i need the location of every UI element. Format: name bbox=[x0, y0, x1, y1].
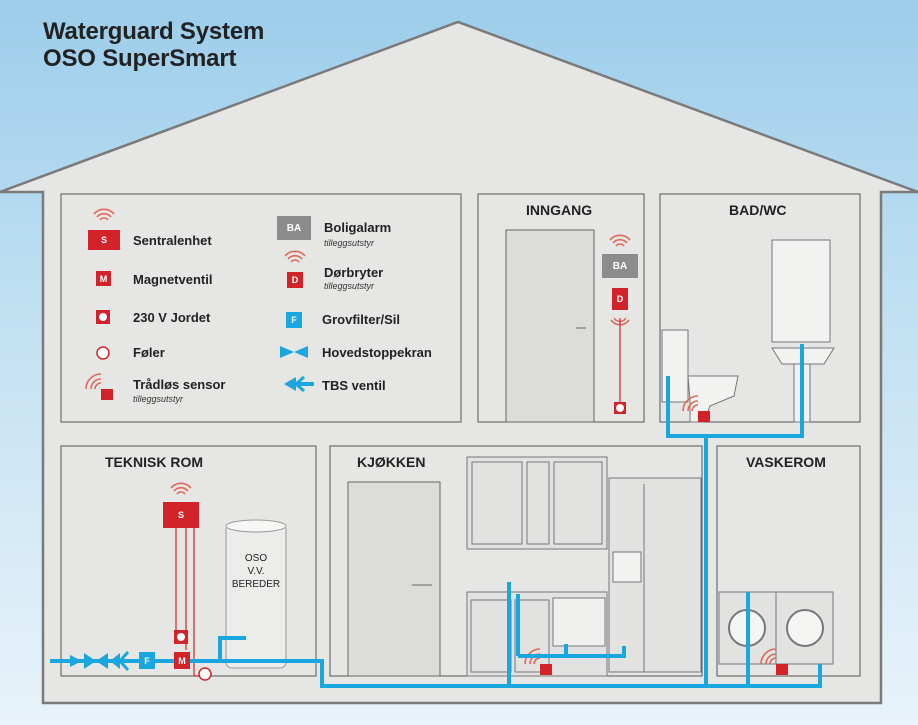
legend-foler-icon bbox=[96, 346, 110, 360]
kitchen-lower-cabinets bbox=[466, 591, 608, 677]
legend-hovedstoppekran-icon bbox=[280, 346, 308, 358]
legend-grovfilter-icon bbox=[286, 312, 302, 328]
room-label-vaskerom: VASKEROM bbox=[746, 454, 826, 470]
legend-boligalarm-note: tilleggsutstyr bbox=[324, 238, 375, 248]
water-pipes bbox=[50, 344, 822, 688]
legend-tbs-ventil-label: TBS ventil bbox=[322, 378, 386, 393]
grounded-outlet bbox=[174, 630, 188, 644]
coarse-filter bbox=[139, 652, 155, 669]
bathroom-mirror bbox=[771, 239, 831, 343]
legend-foler-label: Føler bbox=[133, 345, 165, 360]
main-shutoff-valve bbox=[84, 653, 108, 669]
inngang-alarm-device bbox=[602, 234, 638, 278]
legend-panel bbox=[60, 193, 462, 423]
refrigerator bbox=[608, 477, 702, 673]
washing-machines bbox=[718, 591, 834, 665]
legend-sentralenhet-letter: S bbox=[100, 235, 107, 245]
legend-tbs-ventil-icon bbox=[284, 375, 314, 393]
legend-dorbryter-note: tilleggsutstyr bbox=[324, 281, 375, 291]
legend-jordet-icon bbox=[96, 310, 110, 324]
legend-tradlos-sensor-label: Trådløs sensor bbox=[133, 377, 226, 392]
temperature-sensor bbox=[198, 667, 212, 681]
water-heater-line3: BEREDER bbox=[231, 579, 281, 590]
main-inlet-arrow bbox=[70, 655, 82, 667]
room-label-teknisk-rom: TEKNISK ROM bbox=[105, 454, 203, 470]
water-heater bbox=[225, 519, 287, 669]
legend-grovfilter-letter: F bbox=[291, 315, 297, 325]
legend-grovfilter-label: Grovfilter/Sil bbox=[322, 312, 401, 327]
water-heater-line2: V.V. bbox=[247, 566, 265, 577]
legend-dorbryter-icon bbox=[284, 250, 306, 288]
solenoid-valve bbox=[174, 652, 190, 669]
solenoid-valve-letter: M bbox=[178, 655, 186, 666]
central-unit-letter: S bbox=[177, 510, 184, 520]
inngang-alarm-letter: BA bbox=[612, 260, 628, 272]
legend-magnetventil-label: Magnetventil bbox=[133, 272, 213, 287]
legend-jordet-label: 230 V Jordet bbox=[133, 310, 211, 325]
legend-tradlos-sensor-note: tilleggsutstyr bbox=[133, 394, 184, 404]
legend-hovedstoppekran-label: Hovedstoppekran bbox=[322, 345, 432, 360]
inngang-door-sensor-letter: D bbox=[616, 294, 624, 304]
legend-dorbryter-letter: D bbox=[291, 275, 299, 285]
room-label-inngang: INNGANG bbox=[526, 202, 593, 218]
legend-magnetventil-letter: M bbox=[99, 273, 108, 284]
legend-magnetventil-icon bbox=[96, 271, 111, 286]
tbs-valve bbox=[110, 651, 130, 671]
central-unit bbox=[163, 482, 199, 528]
legend-boligalarm-icon bbox=[277, 216, 311, 240]
legend-boligalarm-letter: BA bbox=[286, 222, 302, 234]
inngang-door bbox=[505, 229, 595, 423]
water-heater-label: OSO V.V. BEREDER bbox=[226, 552, 286, 591]
diagram-title: Waterguard System bbox=[43, 18, 265, 45]
legend-sentralenhet-label: Sentralenhet bbox=[133, 233, 212, 248]
water-heater-line1: OSO bbox=[244, 553, 268, 564]
diagram-subtitle: OSO SuperSmart bbox=[43, 45, 237, 72]
room-label-bad-wc: BAD/WC bbox=[729, 202, 787, 218]
kitchen-upper-cabinets bbox=[466, 456, 608, 550]
legend-sentralenhet-icon bbox=[88, 208, 120, 250]
legend-dorbryter-label: Dørbryter bbox=[324, 265, 384, 280]
legend-boligalarm-label: Boligalarm bbox=[324, 220, 392, 235]
coarse-filter-letter: F bbox=[144, 655, 150, 666]
kitchen-door bbox=[347, 481, 441, 677]
inngang-door-sensor bbox=[610, 288, 630, 414]
room-label-kjokken: KJØKKEN bbox=[357, 454, 426, 470]
